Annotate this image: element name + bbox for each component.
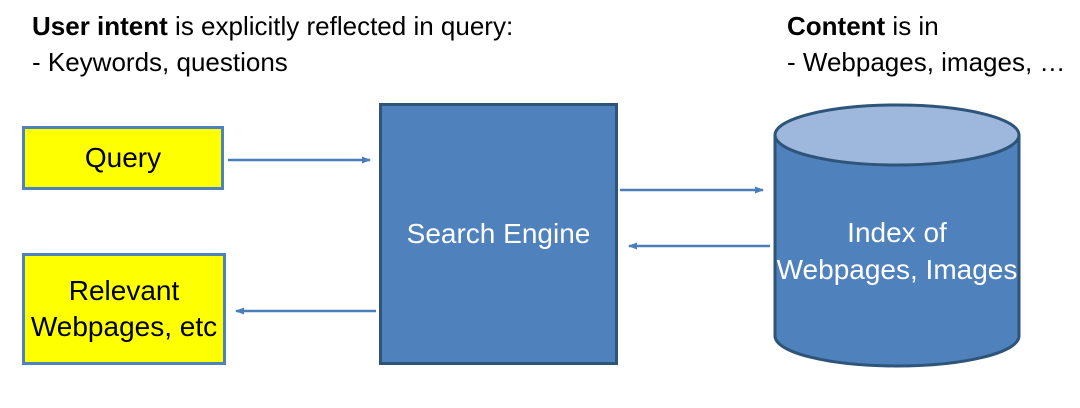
results-box: Relevant Webpages, etc [22, 253, 226, 365]
results-box-line2: Webpages, etc [30, 311, 218, 342]
note-content-rest: is in [885, 11, 939, 41]
note-user-intent: User intent is explicitly reflected in q… [32, 8, 513, 80]
search-engine-box: Search Engine [379, 103, 618, 365]
index-label: Index of Webpages, Images [772, 101, 1022, 371]
query-box-label: Query [84, 142, 162, 173]
note-content-line1: Content is in [787, 8, 1065, 44]
note-user-intent-bold: User intent [32, 11, 168, 41]
index-label-line2: Webpages, Images [776, 254, 1018, 285]
note-content-bold: Content [787, 11, 886, 41]
results-box-label: Relevant Webpages, etc [31, 273, 217, 345]
results-box-line1: Relevant [68, 275, 180, 306]
note-user-intent-rest: is explicitly reflected in query: [167, 11, 514, 41]
index-label-line1: Index of [847, 217, 947, 248]
index-database-cylinder: Index of Webpages, Images [772, 101, 1022, 371]
note-content-line2: - Webpages, images, … [787, 47, 1066, 77]
note-user-intent-line1: User intent is explicitly reflected in q… [32, 8, 513, 44]
search-engine-label: Search Engine [406, 218, 591, 249]
query-box: Query [22, 126, 224, 190]
note-user-intent-line2: - Keywords, questions [32, 47, 288, 77]
note-content: Content is in - Webpages, images, … [787, 8, 1065, 80]
database-cylinder-icon [773, 103, 1021, 368]
